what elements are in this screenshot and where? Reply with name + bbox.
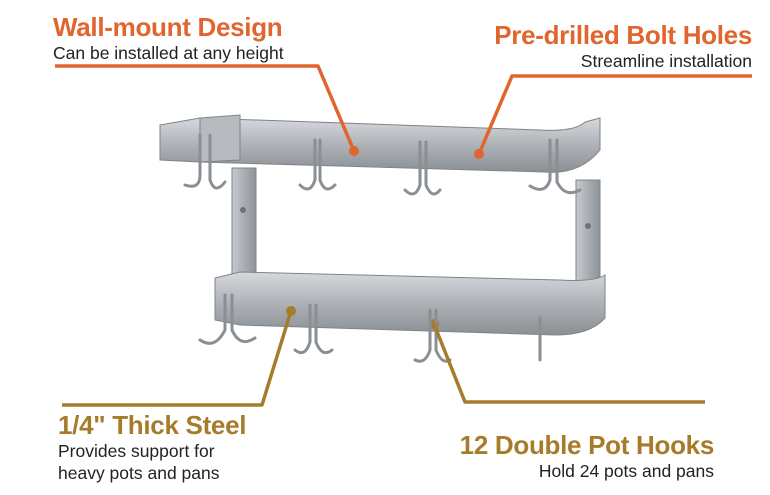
callout-thick-steel: 1/4" Thick Steel Provides support for he… [58, 410, 246, 484]
top-rail [159, 114, 601, 173]
callout-pot-hooks: 12 Double Pot Hooks Hold 24 pots and pan… [459, 430, 715, 482]
bolt-hole-icon [585, 223, 591, 229]
support-post-left [231, 167, 257, 289]
bolt-hole-icon [240, 207, 246, 213]
bottom-rail [214, 271, 606, 336]
callout-description: Hold 24 pots and pans [538, 461, 714, 481]
callout-wall-mount: Wall-mount Design Can be installed at an… [53, 12, 284, 64]
hooks-top-row [183, 133, 582, 196]
callout-title: 1/4" Thick Steel [58, 410, 247, 440]
callout-title: Wall-mount Design [53, 12, 283, 42]
leader-lines [55, 64, 752, 407]
callout-description: Streamline installation [580, 51, 752, 71]
hooks-bottom-row [198, 293, 542, 363]
callout-description: Can be installed at any height [53, 43, 284, 63]
callout-bolt-holes: Pre-drilled Bolt Holes Streamline instal… [494, 20, 752, 72]
callout-title: Pre-drilled Bolt Holes [494, 20, 752, 50]
callout-title: 12 Double Pot Hooks [459, 430, 715, 460]
callout-description-line2: heavy pots and pans [58, 463, 220, 483]
callout-description-line1: Provides support for [58, 441, 215, 461]
